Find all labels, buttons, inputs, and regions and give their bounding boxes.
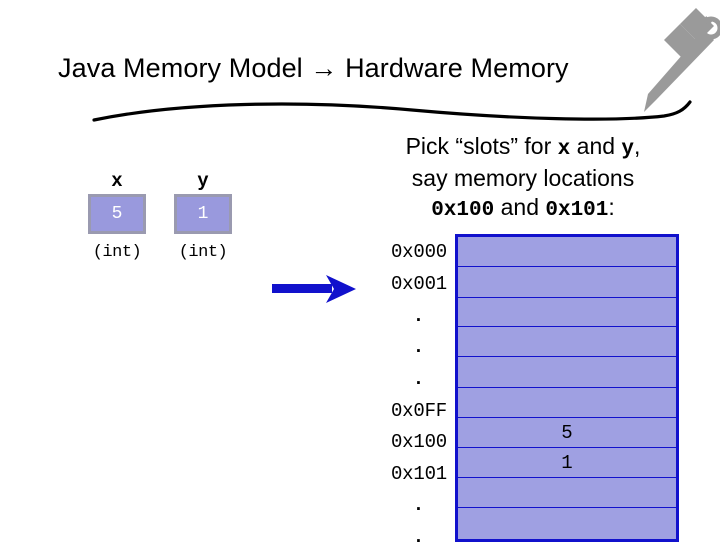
variable-label-y: y [197,170,209,192]
caption-line1-mid: and [570,133,622,159]
memory-row [458,267,676,298]
right-arrow-icon [272,275,356,303]
memory-row [458,478,676,508]
variable-column-y: y 1 (int) [174,170,232,262]
memory-row [458,388,676,418]
memory-cell-value: 1 [561,451,573,474]
memory-address-label: 0x001 [390,273,447,295]
page-title: Java Memory Model → Hardware Memory [58,53,569,83]
variable-label-x: x [111,170,123,192]
caption-line2: say memory locations [411,165,635,191]
memory-address-ellipsis: . [412,526,424,548]
caption-text: Pick “slots” for x and y, say memory loc… [358,132,688,225]
memory-row: 5 [458,418,676,448]
caption-line3-post: : [608,194,615,220]
memory-row [458,508,676,539]
memory-address-ellipsis: . [412,367,424,390]
memory-address-label: 0x000 [390,241,447,263]
memory-address-label: 0x100 [390,431,447,453]
caption-line3-mid: and [494,194,546,220]
caption-code-addr1: 0x100 [431,199,495,222]
memory-address-column: 0x000 0x001... 0x0FF 0x100 0x101.. [355,234,447,548]
title-underline-decoration [92,100,692,122]
memory-cell-value: 5 [561,421,573,444]
caption-code-y: y [621,138,635,161]
sword-icon [644,8,720,112]
variable-column-x: x 5 (int) [88,170,146,262]
memory-row: 1 [458,448,676,478]
memory-row [458,327,676,357]
caption-code-x: x [557,138,571,161]
variable-type-y: (int) [178,243,228,262]
memory-row [458,237,676,267]
memory-address-label: 0x101 [390,462,447,485]
memory-address-label: 0x0FF [390,399,447,422]
caption-code-addr2: 0x101 [545,199,609,222]
memory-address-ellipsis: . [412,494,424,516]
memory-address-ellipsis: . [412,335,424,358]
variable-boxes-group: x 5 (int) y 1 (int) [88,170,268,290]
variable-type-x: (int) [92,243,142,262]
caption-line1-post: , [634,133,641,159]
memory-address-ellipsis: . [412,304,424,327]
variable-value-box-x: 5 [88,194,146,234]
memory-row [458,357,676,388]
caption-line1-pre: Pick “slots” for [405,133,558,159]
variable-value-box-y: 1 [174,194,232,234]
memory-row [458,298,676,327]
